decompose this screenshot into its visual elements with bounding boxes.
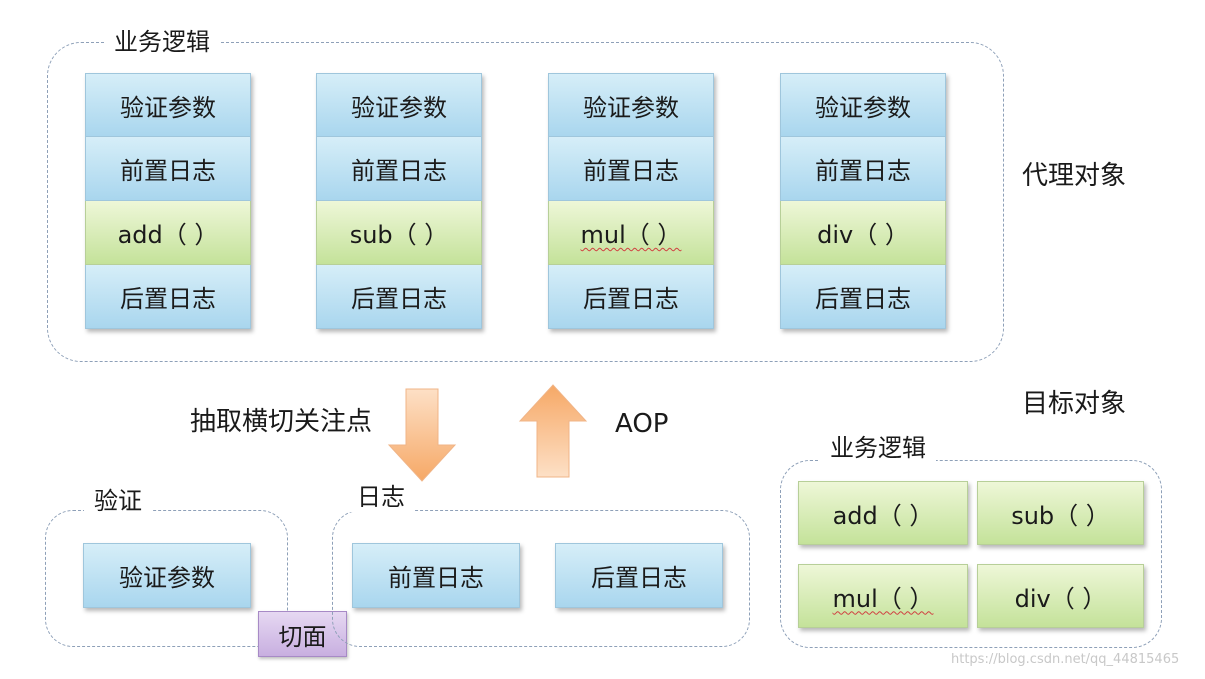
post-log-box: 后置日志 [555,543,723,608]
pre-log-cell: 前置日志 [548,137,714,201]
validate-params-cell: 验证参数 [85,73,251,137]
pre-log-box: 前置日志 [352,543,520,608]
business-method-cell: div（ ） [780,201,946,265]
validate-params-box: 验证参数 [83,543,251,608]
post-log-cell: 后置日志 [316,265,482,329]
target-object-label: 目标对象 [1022,389,1127,419]
business-method-cell: mul（ ） [548,201,714,265]
post-log-cell: 后置日志 [85,265,251,329]
log-group [332,510,750,647]
validate-params-cell: 验证参数 [780,73,946,137]
post-log-cell: 后置日志 [548,265,714,329]
business-method-cell: add（ ） [85,201,251,265]
target-mul-box: mul（ ） [798,564,968,628]
proxy-business-logic-group [47,42,1004,362]
target-add-box: add（ ） [798,481,968,545]
validation-group-title: 验证 [84,486,152,516]
validate-params-cell: 验证参数 [548,73,714,137]
watermark-text: https://blog.csdn.net/qq_44815465 [951,652,1180,667]
validation-group [45,510,288,647]
pre-log-cell: 前置日志 [316,137,482,201]
proxy-column-div: 验证参数 前置日志 div（ ） 后置日志 [780,73,946,329]
target-sub-box: sub（ ） [977,481,1144,545]
proxy-object-label: 代理对象 [1022,161,1127,191]
post-log-cell: 后置日志 [780,265,946,329]
up-arrow-icon [518,384,588,478]
target-group-title: 业务逻辑 [820,433,936,463]
log-group-title: 日志 [347,482,415,512]
business-method-text: mul（ ） [580,221,682,249]
pre-log-cell: 前置日志 [85,137,251,201]
extract-cross-cutting-label: 抽取横切关注点 [190,407,373,437]
proxy-column-sub: 验证参数 前置日志 sub（ ） 后置日志 [316,73,482,329]
target-div-box: div（ ） [977,564,1144,628]
target-business-logic-group [780,460,1162,648]
proxy-column-mul: 验证参数 前置日志 mul（ ） 后置日志 [548,73,714,329]
pre-log-cell: 前置日志 [780,137,946,201]
business-method-cell: sub（ ） [316,201,482,265]
proxy-group-title: 业务逻辑 [104,27,220,57]
target-mul-text: mul（ ） [832,584,934,613]
down-arrow-icon [387,388,457,482]
validate-params-cell: 验证参数 [316,73,482,137]
proxy-column-add: 验证参数 前置日志 add（ ） 后置日志 [85,73,251,329]
aop-label: AOP [615,409,669,439]
aspect-box: 切面 [258,611,347,657]
